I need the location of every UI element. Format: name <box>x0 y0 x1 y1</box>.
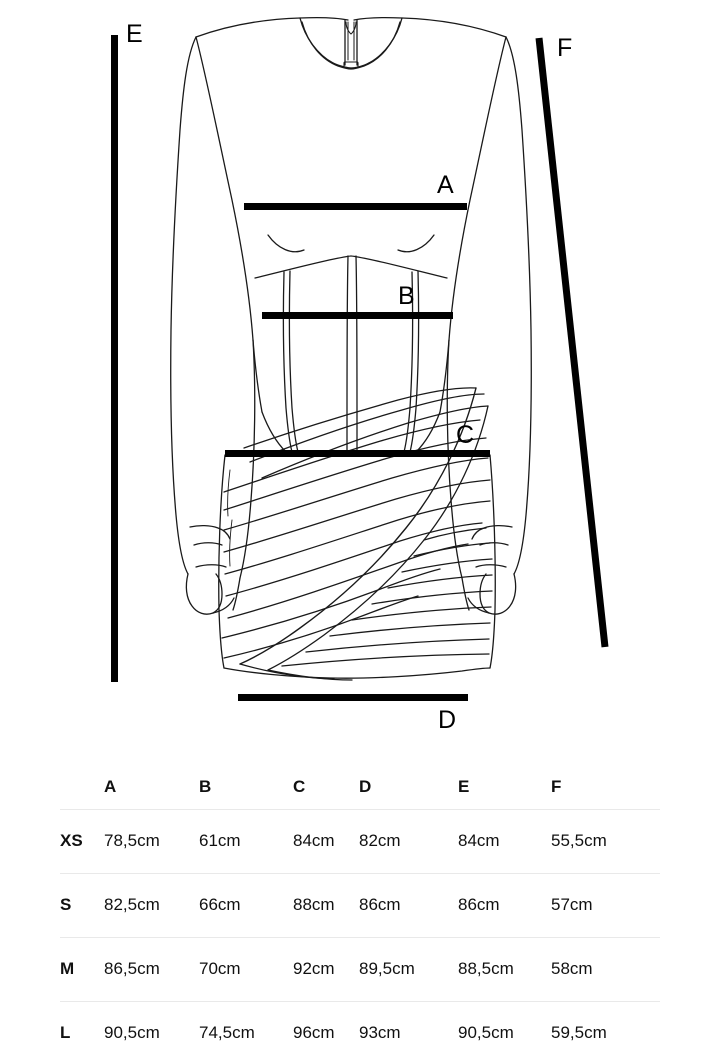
column-header-size <box>60 765 104 809</box>
cell-f: 55,5cm <box>551 808 660 873</box>
size-label: L <box>60 1000 104 1061</box>
measurement-label-e: E <box>126 20 143 48</box>
cell-d: 89,5cm <box>359 936 458 1001</box>
garment-technical-drawing: A B C D E F <box>111 16 609 734</box>
size-label: S <box>60 872 104 937</box>
cell-c: 88cm <box>293 872 359 937</box>
cell-c: 96cm <box>293 1000 359 1061</box>
measurement-label-c: C <box>456 421 475 449</box>
size-chart-table: A B C D E F XS 78,5cm 61cm 84cm 82cm 84c… <box>60 765 660 1061</box>
cell-e: 88,5cm <box>458 936 551 1001</box>
cell-f: 58cm <box>551 936 660 1001</box>
cell-c: 92cm <box>293 936 359 1001</box>
cell-f: 59,5cm <box>551 1000 660 1061</box>
size-label: M <box>60 936 104 1001</box>
table-row: M 86,5cm 70cm 92cm 89,5cm 88,5cm 58cm <box>60 936 660 1001</box>
cell-a: 90,5cm <box>104 1000 199 1061</box>
measurement-label-d: D <box>438 706 457 734</box>
table-header-row: A B C D E F <box>60 765 660 809</box>
cell-a: 82,5cm <box>104 872 199 937</box>
cell-b: 66cm <box>199 872 293 937</box>
measurement-label-b: B <box>398 282 415 310</box>
measurement-bars <box>111 35 609 701</box>
measurement-label-f: F <box>557 34 573 62</box>
cell-b: 74,5cm <box>199 1000 293 1061</box>
table-row: XS 78,5cm 61cm 84cm 82cm 84cm 55,5cm <box>60 808 660 873</box>
cell-f: 57cm <box>551 872 660 937</box>
column-header-d: D <box>359 776 372 796</box>
cell-e: 84cm <box>458 808 551 873</box>
column-header-c: C <box>293 776 306 796</box>
cell-d: 93cm <box>359 1000 458 1061</box>
cell-e: 86cm <box>458 872 551 937</box>
cell-e: 90,5cm <box>458 1000 551 1061</box>
cell-d: 86cm <box>359 872 458 937</box>
column-header-f: F <box>551 776 562 796</box>
column-header-e: E <box>458 776 470 796</box>
measurement-label-a: A <box>437 171 454 199</box>
column-header-a: A <box>104 776 117 796</box>
cell-a: 78,5cm <box>104 808 199 873</box>
table-row: S 82,5cm 66cm 88cm 86cm 86cm 57cm <box>60 872 660 937</box>
cell-c: 84cm <box>293 808 359 873</box>
column-header-b: B <box>199 776 212 796</box>
size-label: XS <box>60 808 104 873</box>
cell-d: 82cm <box>359 808 458 873</box>
cell-b: 70cm <box>199 936 293 1001</box>
cell-a: 86,5cm <box>104 936 199 1001</box>
cell-b: 61cm <box>199 808 293 873</box>
table-row: L 90,5cm 74,5cm 96cm 93cm 90,5cm 59,5cm <box>60 1000 660 1061</box>
